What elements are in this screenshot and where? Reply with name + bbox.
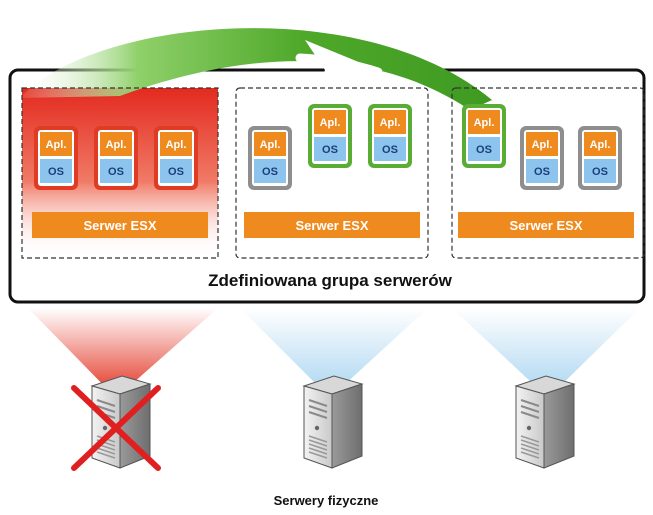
- projection-failed: [28, 308, 218, 398]
- vm-os-block: [374, 137, 406, 161]
- vm-app-block: [160, 132, 192, 156]
- esx-host-2: Apl. OS Apl. OS Apl. OS Serwer ESX: [235, 87, 429, 259]
- vm-app-label: Apl.: [380, 117, 401, 129]
- vm-os-label: OS: [476, 144, 492, 156]
- host-frame: [451, 87, 645, 259]
- esx-label: Serwer ESX: [84, 218, 157, 233]
- vm-os-label: OS: [592, 166, 608, 178]
- esx-bar: [458, 212, 634, 238]
- physical-servers-label: Serwery fizyczne: [274, 493, 379, 508]
- vm-app-block: [100, 132, 132, 156]
- vm-os-label: OS: [382, 144, 398, 156]
- vm-block: Apl. OS: [520, 126, 564, 190]
- esx-label: Serwer ESX: [510, 218, 583, 233]
- projection-cones: [28, 308, 640, 398]
- vm-os-label: OS: [534, 166, 550, 178]
- vm-app-label: Apl.: [532, 139, 553, 151]
- vm-os-block: [526, 159, 558, 183]
- vm-app-label: Apl.: [260, 139, 281, 151]
- vm-os-block: [160, 159, 192, 183]
- vm-os-label: OS: [168, 166, 184, 178]
- vm-app-block: [374, 110, 406, 134]
- vm-app-block: [254, 132, 286, 156]
- vm-os-block: [468, 137, 500, 161]
- vm-app-label: Apl.: [46, 139, 67, 151]
- vm-app-block: [584, 132, 616, 156]
- vm-app-block: [40, 132, 72, 156]
- vm-block: Apl. OS: [578, 126, 622, 190]
- vm-app-label: Apl.: [590, 139, 611, 151]
- esx-label: Serwer ESX: [296, 218, 369, 233]
- vm-app-label: Apl.: [166, 139, 187, 151]
- vm-block: Apl. OS: [368, 104, 412, 168]
- vm-block: Apl. OS: [34, 126, 78, 190]
- server-tower-icon: [514, 375, 576, 469]
- esx-host-3: Apl. OS Apl. OS Apl. OS Serwer ESX: [451, 87, 645, 259]
- migration-arrow-icon: [20, 28, 492, 110]
- migration-arrow-highlight: [295, 53, 383, 77]
- vm-os-block: [314, 137, 346, 161]
- esx-bar: [32, 212, 208, 238]
- vm-block: Apl. OS: [94, 126, 138, 190]
- cluster-group-label: Zdefiniowana grupa serwerów: [208, 271, 452, 290]
- vm-os-label: OS: [322, 144, 338, 156]
- projection-host-2: [240, 308, 428, 398]
- vm-app-block: [526, 132, 558, 156]
- failed-server-cross-icon: [71, 385, 161, 471]
- vm-os-label: OS: [48, 166, 64, 178]
- esx-host-1: Apl. OS Apl. OS Apl. OS Serwer ESX: [21, 87, 219, 259]
- vm-app-label: Apl.: [106, 139, 127, 151]
- vm-block: Apl. OS: [154, 126, 198, 190]
- vm-block: Apl. OS: [462, 104, 506, 168]
- vm-app-label: Apl.: [474, 117, 495, 129]
- vm-os-block: [584, 159, 616, 183]
- vm-block: Apl. OS: [248, 126, 292, 190]
- vm-os-label: OS: [108, 166, 124, 178]
- vm-app-label: Apl.: [320, 117, 341, 129]
- vm-os-label: OS: [262, 166, 278, 178]
- projection-host-3: [452, 308, 640, 398]
- vm-os-block: [254, 159, 286, 183]
- vm-os-block: [40, 159, 72, 183]
- vm-os-block: [100, 159, 132, 183]
- vm-app-block: [468, 110, 500, 134]
- host-frame: [21, 87, 219, 259]
- host-frame: [235, 87, 429, 259]
- vm-app-block: [314, 110, 346, 134]
- vm-block: Apl. OS: [308, 104, 352, 168]
- esx-bar: [244, 212, 420, 238]
- server-tower-icon: [302, 375, 364, 469]
